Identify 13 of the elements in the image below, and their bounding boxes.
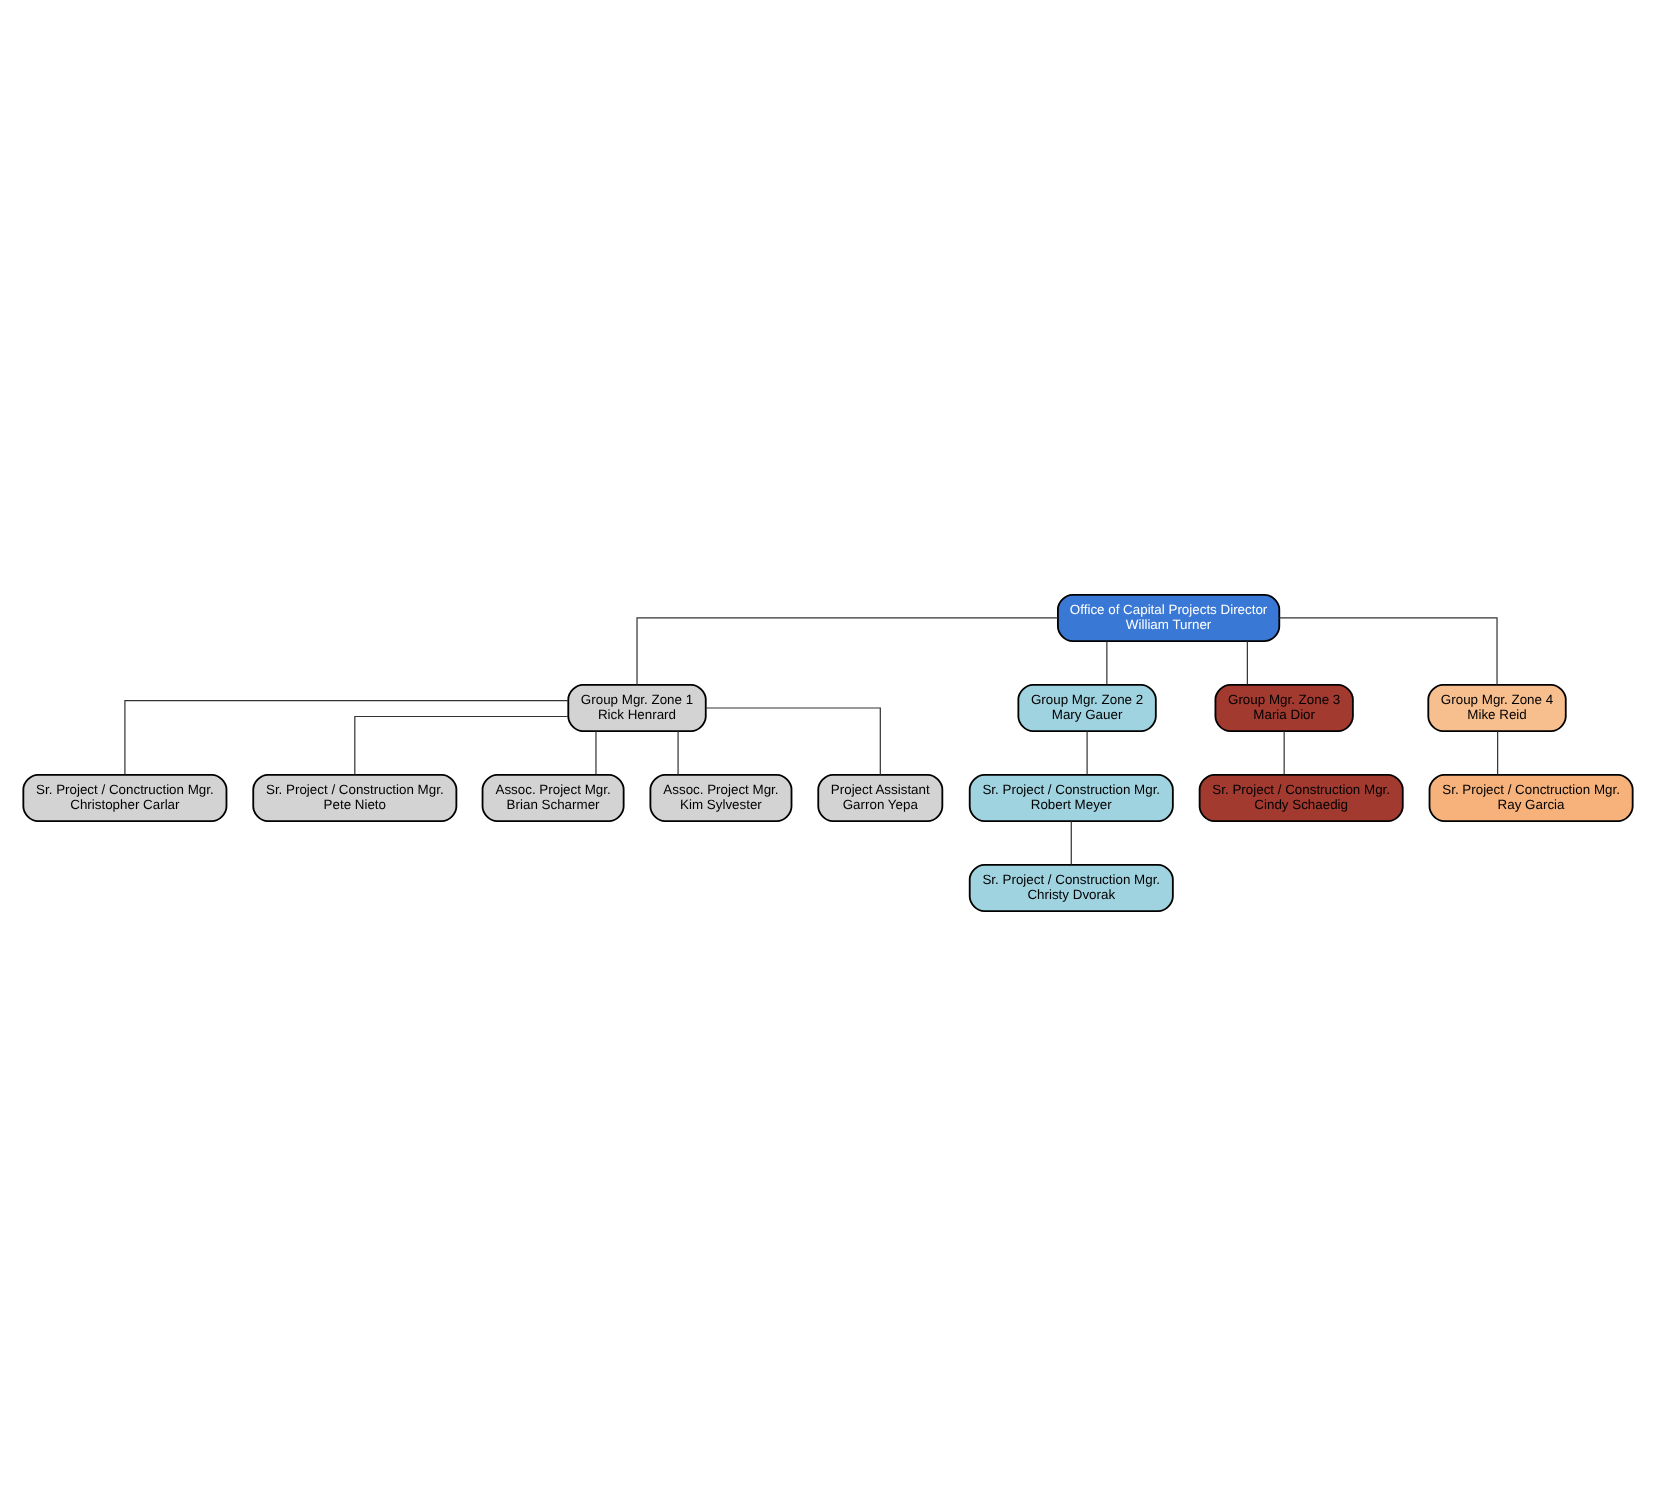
connector [705, 706, 881, 775]
connector [595, 729, 597, 775]
connector [1246, 639, 1248, 685]
connector [1106, 639, 1108, 685]
connector [1070, 819, 1072, 865]
connector [124, 699, 569, 775]
connector [1283, 729, 1285, 775]
connector [354, 714, 569, 775]
connector [1086, 729, 1088, 775]
connector [1497, 729, 1499, 775]
connector [677, 729, 679, 775]
connector [636, 616, 1059, 685]
connector [1278, 616, 1498, 685]
